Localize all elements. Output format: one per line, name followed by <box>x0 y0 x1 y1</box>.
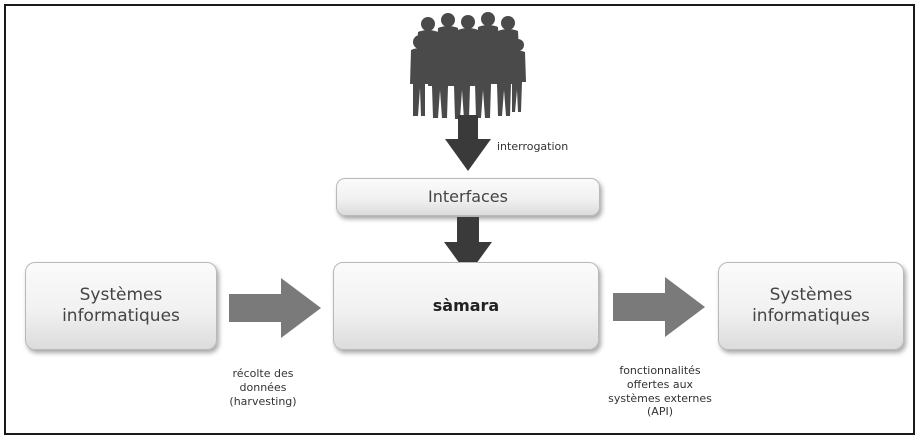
right-system-box: Systèmes informatiques <box>718 262 904 350</box>
right-system-line1: Systèmes <box>769 285 853 306</box>
interrogation-label: interrogation <box>497 140 569 153</box>
samara-box: sàmara <box>333 262 599 350</box>
people-group-icon <box>410 12 526 119</box>
harvest-label: récolte des données (harvesting) <box>229 367 297 408</box>
right-system-line2: informatiques <box>752 306 870 326</box>
arrow-down-interrogation <box>445 115 491 171</box>
arrow-right-api <box>613 277 705 337</box>
arrow-down-interfaces <box>444 217 492 275</box>
left-system-line1: Systèmes <box>79 285 163 306</box>
arrow-right-harvest <box>229 278 321 338</box>
interfaces-box: Interfaces <box>336 178 600 216</box>
left-system-box: Systèmes informatiques <box>25 262 217 350</box>
left-system-line2: informatiques <box>62 306 180 326</box>
api-label: fonctionnalités offertes aux systèmes ex… <box>608 364 712 419</box>
